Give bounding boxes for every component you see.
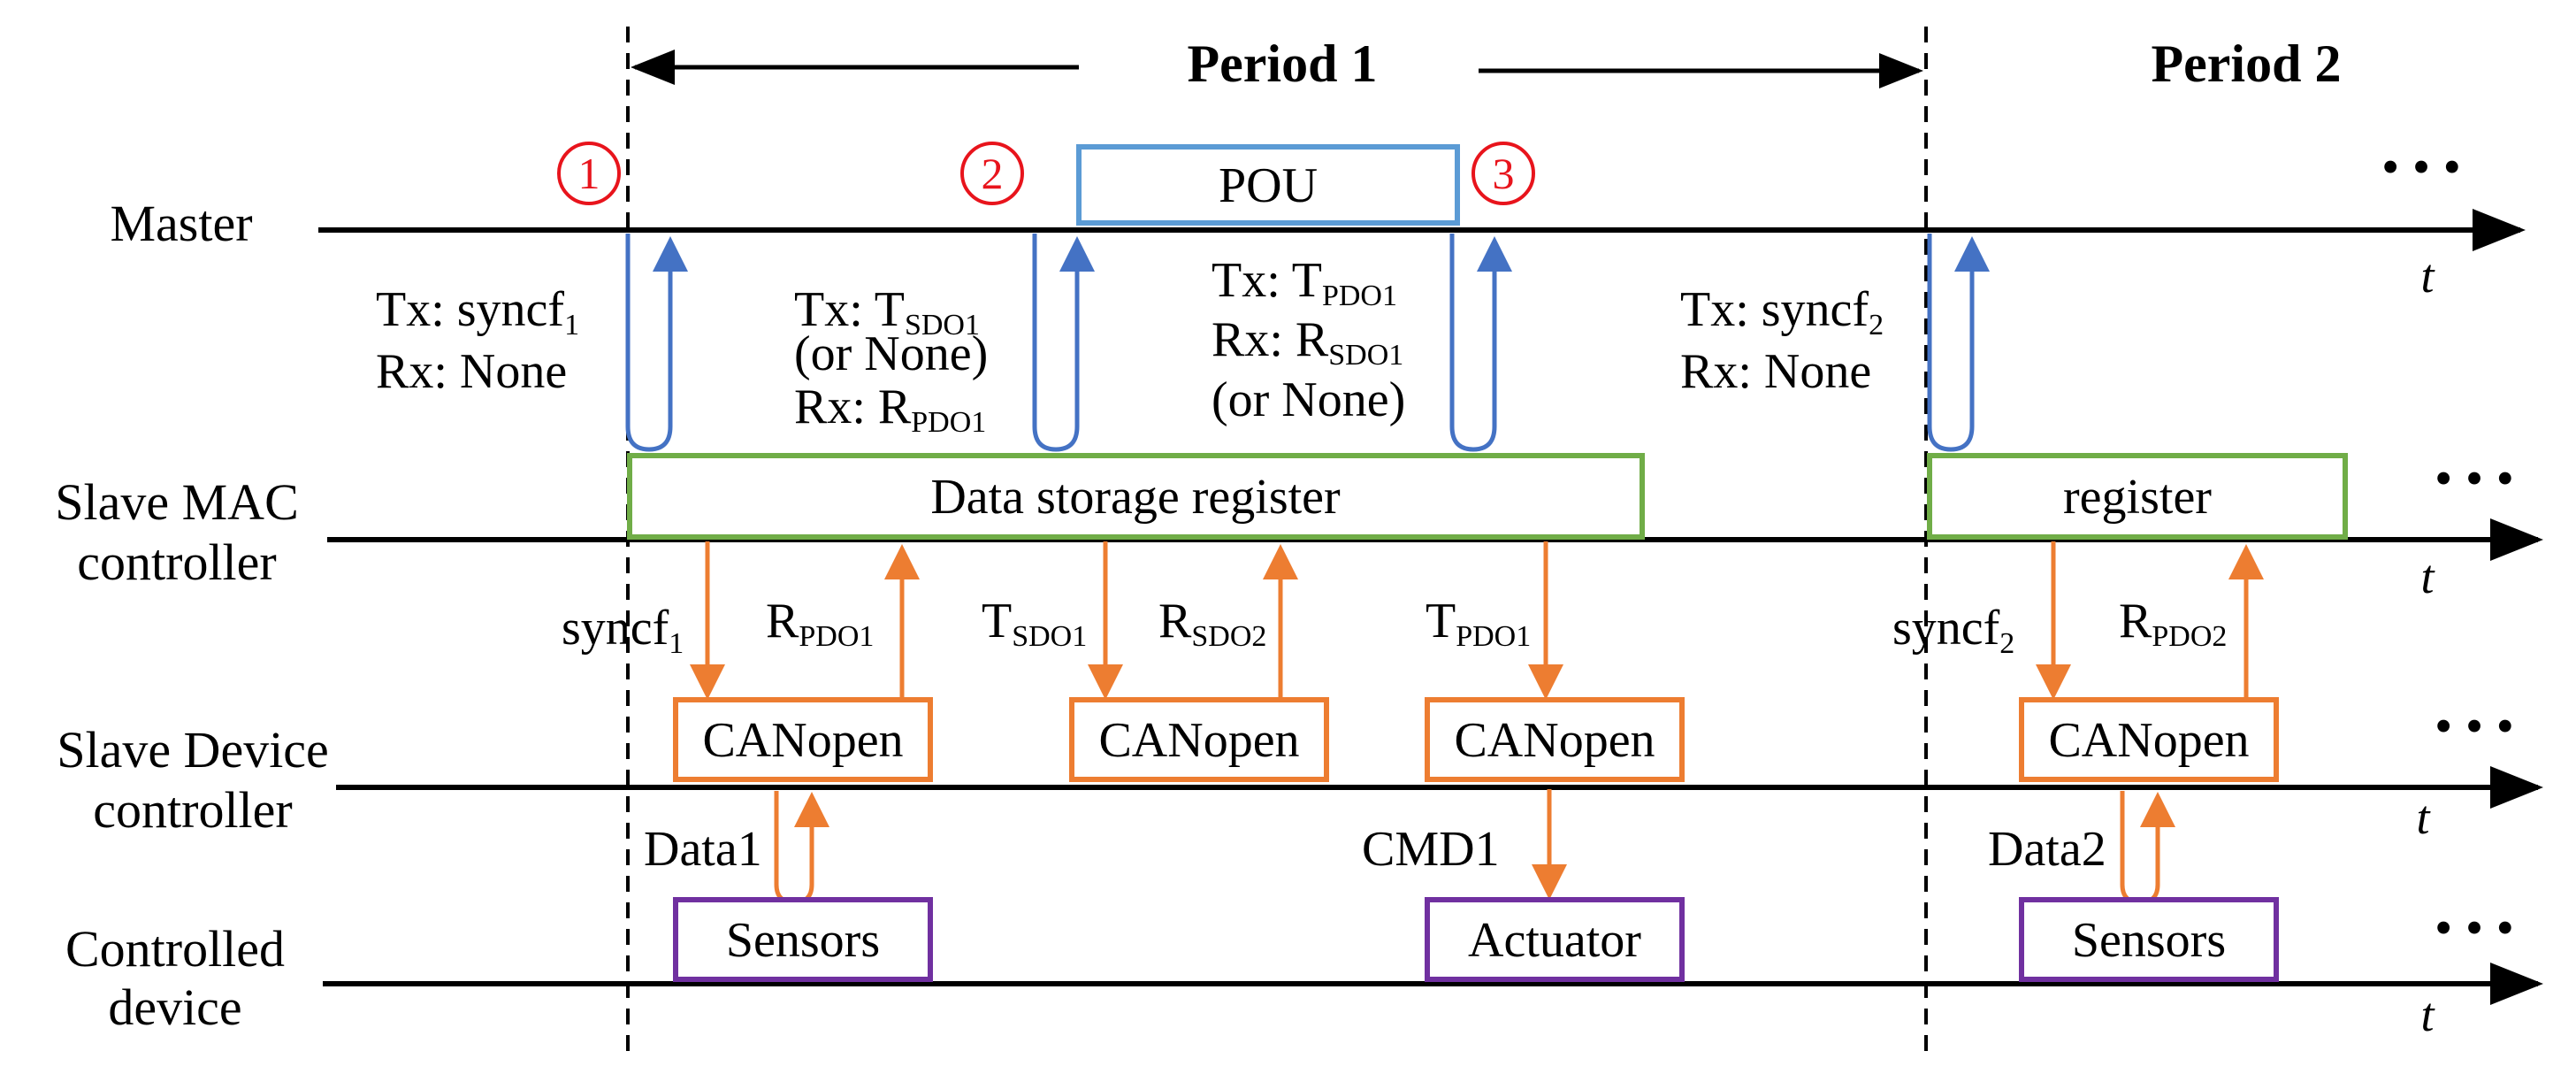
lane-label-controlled-2: device xyxy=(108,978,241,1036)
master-link-3 xyxy=(1449,234,1512,452)
data-storage-register-label: Data storage register xyxy=(930,470,1341,525)
signal-label-data1: Data1 xyxy=(644,822,762,877)
signal-label-rsdo2: RSDO2 xyxy=(1158,594,1266,653)
lane-label-device-ctrl-2: controller xyxy=(93,781,292,839)
pou-label: POU xyxy=(1219,158,1318,213)
lane-label-device-ctrl-1: Slave Device xyxy=(57,721,329,779)
canopen-box-4 xyxy=(2019,697,2279,782)
signal-label-syncf1: syncf1 xyxy=(562,601,684,660)
time-label-master: t xyxy=(2420,249,2435,303)
signal-label-tpdo1: TPDO1 xyxy=(1426,594,1531,653)
master-link-2 xyxy=(1032,234,1095,452)
canopen-box-3 xyxy=(1425,697,1685,782)
svg-text:Tx: syncf1: Tx: syncf1 xyxy=(376,282,579,341)
svg-text:3: 3 xyxy=(1493,149,1515,198)
data1-loop xyxy=(774,791,829,905)
signal-label-cmd1: CMD1 xyxy=(1362,822,1500,877)
time-label-device-ctrl: t xyxy=(2416,791,2431,844)
svg-text:Rx: RSDO1: Rx: RSDO1 xyxy=(1212,312,1403,372)
sensors-box-1 xyxy=(673,897,933,982)
lane-label-controlled-1: Controlled xyxy=(65,920,285,978)
step-marker-2: 2 xyxy=(960,142,1024,205)
svg-text:Rx: None: Rx: None xyxy=(1680,344,1871,399)
sensors-label-2: Sensors xyxy=(2072,913,2226,968)
lane-label-mac-1: Slave MAC xyxy=(55,473,299,531)
master-link-1 xyxy=(625,234,688,452)
data2-loop xyxy=(2120,791,2175,905)
signal-label-rpdo2: RPDO2 xyxy=(2119,594,2227,653)
svg-text:1: 1 xyxy=(578,149,600,198)
txrx-group-2: Tx: TSDO1 (or None) Rx: RPDO1 xyxy=(794,282,988,439)
register-box-2 xyxy=(1927,453,2348,540)
canopen-box-2 xyxy=(1069,697,1329,782)
ellipsis-device-ctrl: • • • xyxy=(2435,697,2514,755)
master-link-4 xyxy=(1927,234,1990,452)
txrx-group-4: Tx: syncf2 Rx: None xyxy=(1680,282,1884,399)
period1-label: Period 1 xyxy=(1188,35,1378,93)
canopen-label-1: CANopen xyxy=(702,713,903,768)
txrx-group-3: Tx: TPDO1 Rx: RSDO1 (or None) xyxy=(1212,253,1405,427)
signal-label-tsdo1: TSDO1 xyxy=(982,594,1087,653)
canopen-box-1 xyxy=(673,697,933,782)
signal-label-data2: Data2 xyxy=(1988,822,2106,877)
canopen-label-2: CANopen xyxy=(1098,713,1299,768)
sensors-box-2 xyxy=(2019,897,2279,982)
svg-text:Tx: TSDO1: Tx: TSDO1 xyxy=(794,282,980,341)
svg-text:(or None): (or None) xyxy=(794,326,988,381)
period2-label: Period 2 xyxy=(2152,35,2342,93)
txrx-group-1: Tx: syncf1 Rx: None xyxy=(376,282,579,399)
svg-text:2: 2 xyxy=(982,149,1004,198)
time-label-controlled: t xyxy=(2420,988,2435,1041)
canopen-label-3: CANopen xyxy=(1454,713,1655,768)
svg-text:Tx: syncf2: Tx: syncf2 xyxy=(1680,282,1884,341)
pou-box xyxy=(1076,144,1460,226)
signal-label-syncf2: syncf2 xyxy=(1892,601,2014,660)
data-storage-register-box xyxy=(627,453,1645,540)
step-marker-1: 1 xyxy=(557,142,621,205)
sensors-label-1: Sensors xyxy=(726,913,880,968)
ellipsis-controlled: • • • xyxy=(2435,899,2514,956)
ellipsis-master: • • • xyxy=(2381,138,2461,196)
lane-label-mac-2: controller xyxy=(77,533,276,591)
canopen-label-4: CANopen xyxy=(2048,713,2249,768)
svg-text:Rx: RPDO1: Rx: RPDO1 xyxy=(794,380,986,439)
actuator-box xyxy=(1425,897,1685,982)
svg-text:Rx: None: Rx: None xyxy=(376,344,567,399)
svg-text:Tx: TPDO1: Tx: TPDO1 xyxy=(1212,253,1397,312)
lane-label-master: Master xyxy=(110,195,252,252)
time-label-mac: t xyxy=(2420,550,2435,603)
actuator-label: Actuator xyxy=(1468,913,1641,968)
register-label-2: register xyxy=(2063,470,2212,525)
signal-label-rpdo1: RPDO1 xyxy=(766,594,874,653)
svg-text:(or None): (or None) xyxy=(1212,372,1405,427)
ellipsis-mac: • • • xyxy=(2435,449,2514,507)
step-marker-3: 3 xyxy=(1471,142,1535,205)
